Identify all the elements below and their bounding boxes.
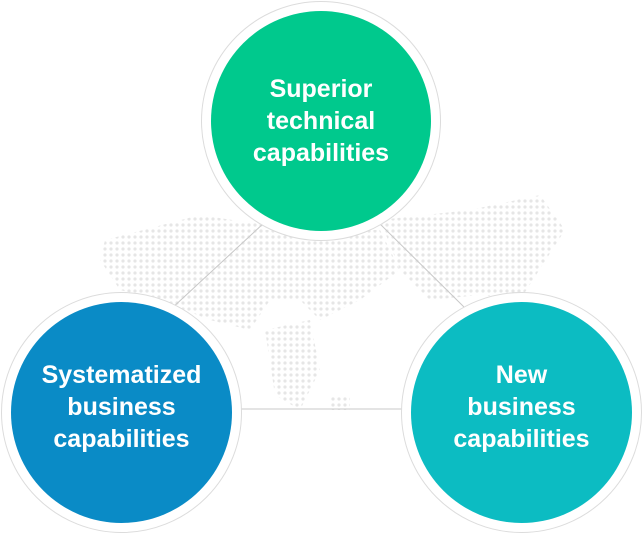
node-superior-technical-capabilities: Superior technical capabilities: [211, 11, 431, 231]
node-label-line: business: [67, 392, 176, 421]
node-label-line: New: [495, 360, 548, 389]
node-label-line: Systematized: [41, 360, 202, 389]
node-systematized-business-capabilities: Systematized business capabilities: [11, 302, 232, 523]
node-new-business-capabilities: New business capabilities: [411, 302, 632, 523]
node-label-line: technical: [266, 107, 376, 135]
connector-top-right: [377, 221, 466, 309]
node-label-line: capabilities: [252, 139, 390, 167]
node-label-line: capabilities: [453, 424, 590, 453]
connector-top-left: [169, 221, 266, 311]
node-label-line: Superior: [269, 75, 373, 103]
node-label-line: business: [467, 392, 576, 421]
node-label-line: capabilities: [53, 424, 190, 453]
